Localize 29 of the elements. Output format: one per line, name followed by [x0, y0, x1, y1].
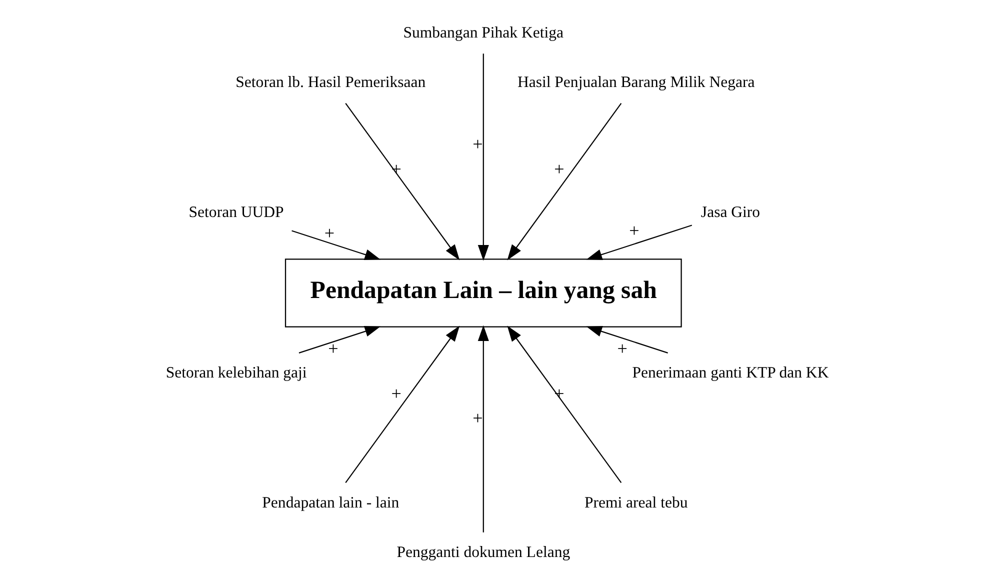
node-box: Pendapatan Lain – lain yang sah — [284, 258, 682, 328]
node-text: Jasa Giro — [700, 204, 760, 221]
arrow — [507, 103, 622, 260]
edge-label: + — [391, 383, 402, 404]
node-text: Setoran kelebihan gaji — [166, 364, 307, 382]
arrow — [345, 103, 460, 260]
edge-label: + — [472, 408, 483, 428]
arrow — [292, 230, 381, 260]
edge-label: + — [472, 134, 483, 154]
node-text: Sumbangan Pihak Ketiga — [403, 24, 564, 42]
node-text: Hasil Penjualan Barang Milik Negara — [517, 74, 755, 91]
edge-label: + — [328, 338, 338, 358]
arrow — [478, 54, 489, 261]
arrow — [298, 326, 381, 354]
node-text: Setoran lb. Hasil Pemeriksaan — [236, 74, 426, 91]
edge-label: + — [324, 222, 335, 243]
arrow — [345, 326, 460, 483]
edge-label: + — [629, 220, 640, 240]
node-text: Penerimaan ganti KTP dan KK — [632, 364, 829, 382]
edge-label: + — [554, 159, 564, 180]
arrow — [507, 326, 622, 483]
edge-label: + — [617, 338, 628, 358]
arrow — [586, 224, 692, 260]
node-text: Pendapatan lain - lain — [262, 494, 400, 512]
arrow — [586, 326, 668, 354]
node-text: Premi areal tebu — [584, 494, 688, 512]
node-text: Pengganti dokumen Lelang — [396, 544, 570, 561]
arrow — [478, 325, 489, 532]
node-text: Setoran UUDP — [188, 204, 284, 221]
